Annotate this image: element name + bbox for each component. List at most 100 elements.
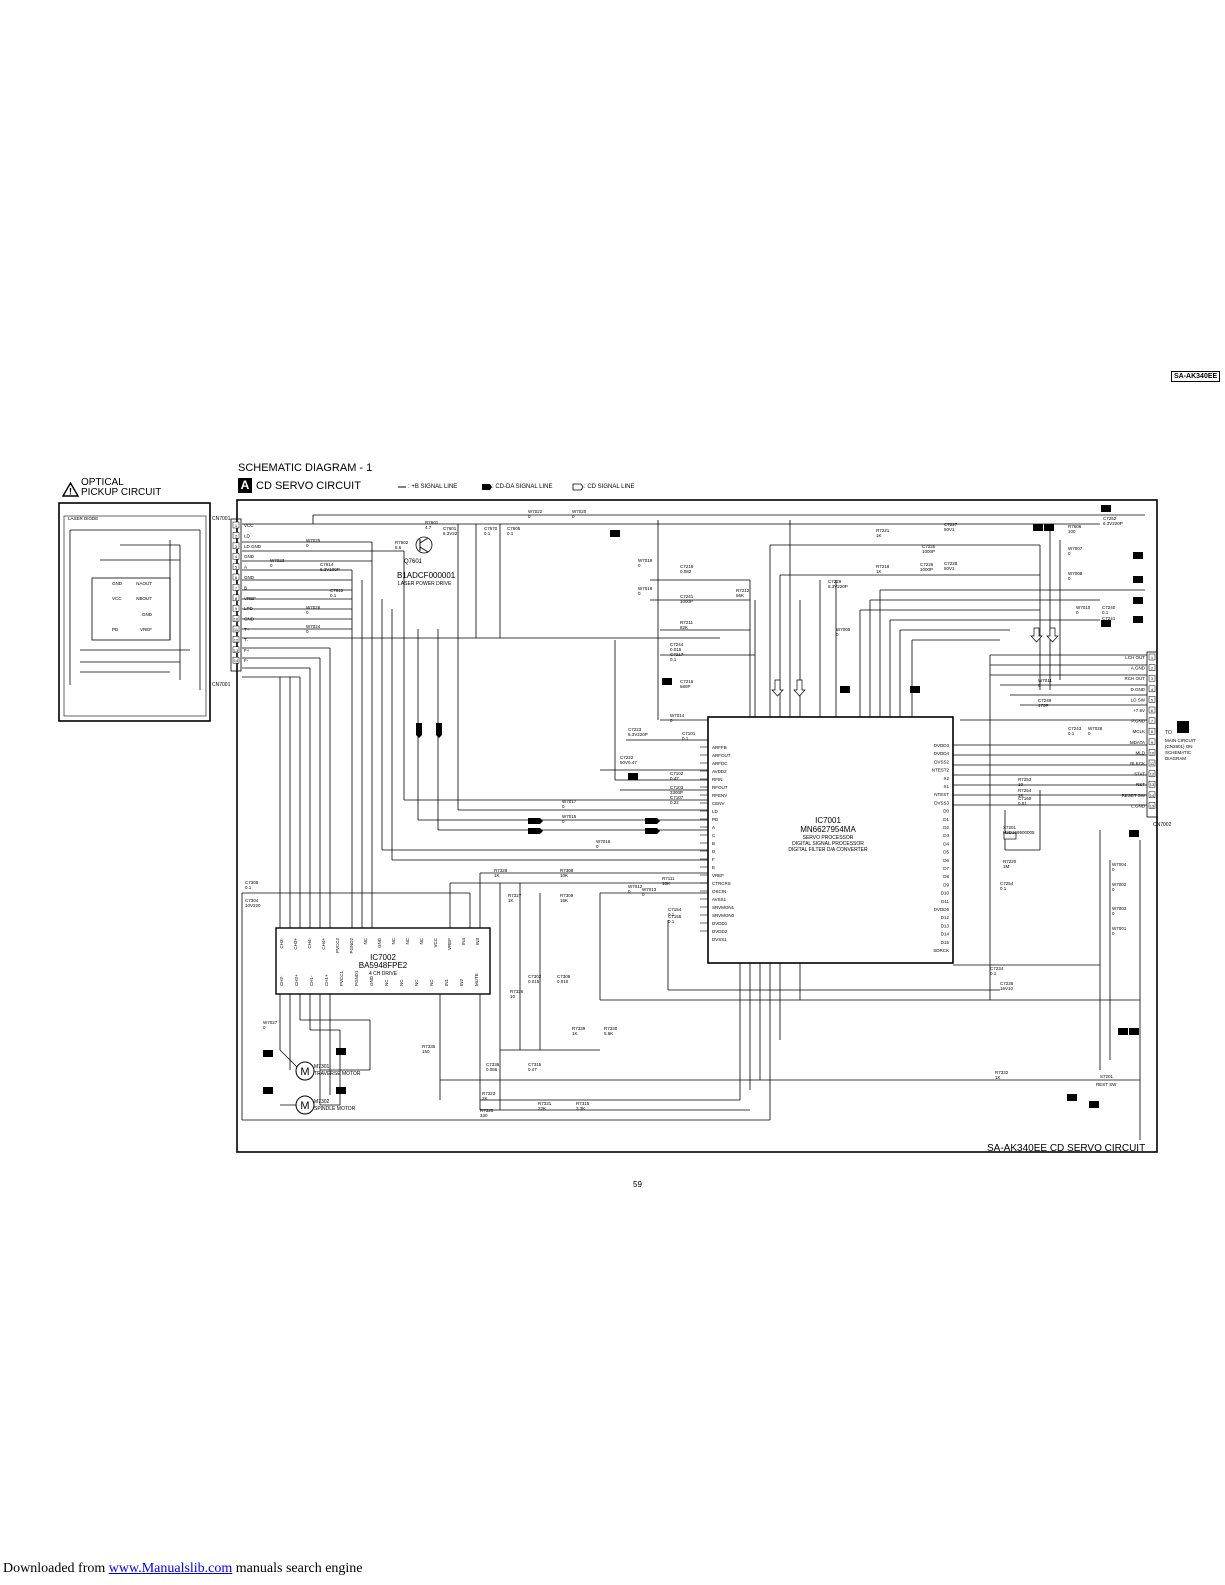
ic7002-bottom-pin-label: MUTE xyxy=(474,973,479,986)
pin-box xyxy=(1148,696,1156,703)
component-ref: W7002 xyxy=(1112,882,1127,887)
manualslib-link[interactable]: www.Manualslib.com xyxy=(108,1561,233,1576)
component-value: 0 xyxy=(306,543,309,548)
component-ref: C7614 xyxy=(320,562,334,567)
download-banner: Downloaded from www.Manualslib.com manua… xyxy=(3,1561,363,1577)
pin-box xyxy=(1148,664,1156,671)
cn7002-pin-label: RESET SW xyxy=(1122,793,1146,798)
pin-box xyxy=(232,542,240,550)
cn7002-pin-label: L.GND xyxy=(1131,803,1146,808)
component-value: 5.6K xyxy=(604,1031,613,1036)
component-ref: R7331 xyxy=(538,1101,552,1106)
ic7001-right-pin-label: D15 xyxy=(941,940,950,945)
component-value: 0 xyxy=(1088,731,1091,736)
component-ref: C7670 xyxy=(484,526,498,531)
component-ref: R7211 xyxy=(680,620,693,625)
component-value: 0.015 xyxy=(528,979,540,984)
pin-box xyxy=(1148,780,1156,788)
optical-pickup-frame xyxy=(58,502,211,722)
spindle-motor-name: SPINDLE MOTOR xyxy=(314,1106,356,1112)
ic7002-top-pin-label: CH4- xyxy=(307,938,312,949)
traverse-motor-name: TRAVERSE MOTOR xyxy=(314,1071,361,1077)
pin-number: 9 xyxy=(235,606,238,611)
ic7002-top-pin-label: PGND2 xyxy=(349,938,354,954)
pin-number: 10 xyxy=(1150,750,1155,755)
pin-box xyxy=(1148,738,1156,746)
q7601-desc: LASER POWER DRIVE xyxy=(398,581,452,587)
component-ref: C7302 xyxy=(528,974,542,979)
ic7001-right-pin-label: D0 xyxy=(943,809,949,814)
ic7002-top-pin-label: NC xyxy=(363,937,368,944)
cn7001-pin-label: T- xyxy=(244,637,249,642)
component-value: 3300P xyxy=(670,790,683,795)
ic7002-bottom-pin-label: CH2- xyxy=(279,975,284,986)
ic7002-bottom-pin-label: NC xyxy=(384,979,389,986)
ic7001-left-pin-label: E xyxy=(712,865,715,870)
pin-box xyxy=(1148,706,1156,714)
component-value: 6.3V100P xyxy=(320,567,340,572)
ic7001-right-pin-label: DVDD5 xyxy=(934,907,950,912)
component-value: 6.3V220P xyxy=(628,732,648,737)
cn7001-pin-label: VREF xyxy=(244,596,256,601)
ic7002-top-pin-label: NC xyxy=(405,937,410,944)
pin-box xyxy=(232,573,240,581)
component-ref: W7008 xyxy=(1068,571,1083,576)
component-ref: C7216 xyxy=(680,679,694,684)
component-value: 2K xyxy=(482,1096,488,1101)
component-value: 10K xyxy=(662,881,670,886)
ic7002-top-pin-label: IN4 xyxy=(461,938,466,946)
component-ref: C7234 xyxy=(990,966,1004,971)
cn7001-pin-label: LPD xyxy=(244,606,254,611)
ic7002-top-pin-label: NC xyxy=(419,937,424,944)
pin-box xyxy=(1148,749,1156,756)
ic7002-bottom-pin-label: CH2+ xyxy=(294,974,299,986)
cn7001-ref-bottom: CN7001 xyxy=(212,682,231,688)
ic7001-left-pin-label: RFENV xyxy=(712,793,727,798)
component-ref: C7244 xyxy=(670,642,684,647)
ic7001-left-pin-label: CENV xyxy=(712,801,725,806)
ic7002-body xyxy=(275,927,491,995)
rest-sw-label: REST SW xyxy=(1096,1082,1117,1087)
ic7001-left-pin-label: A xyxy=(712,825,715,830)
ic7001-right-pin-label: D7 xyxy=(943,866,949,871)
component-value: 0 xyxy=(1112,931,1115,936)
cn7002-pin-label: RST xyxy=(1136,782,1145,787)
pin-box xyxy=(232,625,240,633)
component-ref: R7335 xyxy=(422,1044,436,1049)
component-ref: W7010 xyxy=(1076,605,1091,610)
cn7001-pin-label: F- xyxy=(244,658,249,663)
component-ref: W7015 xyxy=(562,814,577,819)
component-ref: W7028 xyxy=(1088,726,1103,731)
component-value: 0 xyxy=(528,514,531,519)
component-ref: W7022 xyxy=(528,509,543,514)
ic7001-left-pin-label: SRVMON1 xyxy=(712,905,735,910)
model-tag: SA-AK340EE xyxy=(1171,371,1221,382)
schematic-title: SCHEMATIC DIAGRAM - 1 xyxy=(238,462,373,474)
ic7001-desc2: DIGITAL SIGNAL PROCESSOR xyxy=(792,841,864,847)
q7601-ref-near: Q7601 xyxy=(404,559,423,565)
pin-number: 7 xyxy=(235,585,238,590)
spindle-motor-ref: M7302 xyxy=(314,1099,330,1105)
component-value: 0 xyxy=(263,1025,266,1030)
component-value: 0.1 xyxy=(668,912,675,917)
ic7002-bottom-pin-label: IN2 xyxy=(459,979,464,987)
to-main-line5: DIAGRAM xyxy=(1165,756,1186,761)
component-ref: C7336 xyxy=(486,1062,500,1067)
component-value: 1K xyxy=(876,569,882,574)
pin-box xyxy=(232,604,240,612)
ic7001-left-pins xyxy=(700,746,708,932)
pin-number: 7 xyxy=(1151,719,1154,724)
ic7002-ref: IC7002 xyxy=(370,953,396,962)
ic7001-left-pin-label: RFOUT xyxy=(712,785,728,790)
optical-title-line2: PICKUP CIRCUIT xyxy=(81,487,162,498)
pickup-pin-label: GND xyxy=(142,612,153,617)
component-value: 0 xyxy=(562,804,565,809)
ic7001-desc1: SERVO PROCESSOR xyxy=(803,835,854,841)
ic7001-left-pin-label: C xyxy=(712,833,716,838)
component-value: 0.1 xyxy=(682,736,689,741)
component-value: 6.3V220P xyxy=(828,584,848,589)
component-value: 0.056 xyxy=(486,1067,498,1072)
cn7002-pin-label: RCH OUT xyxy=(1125,676,1146,681)
